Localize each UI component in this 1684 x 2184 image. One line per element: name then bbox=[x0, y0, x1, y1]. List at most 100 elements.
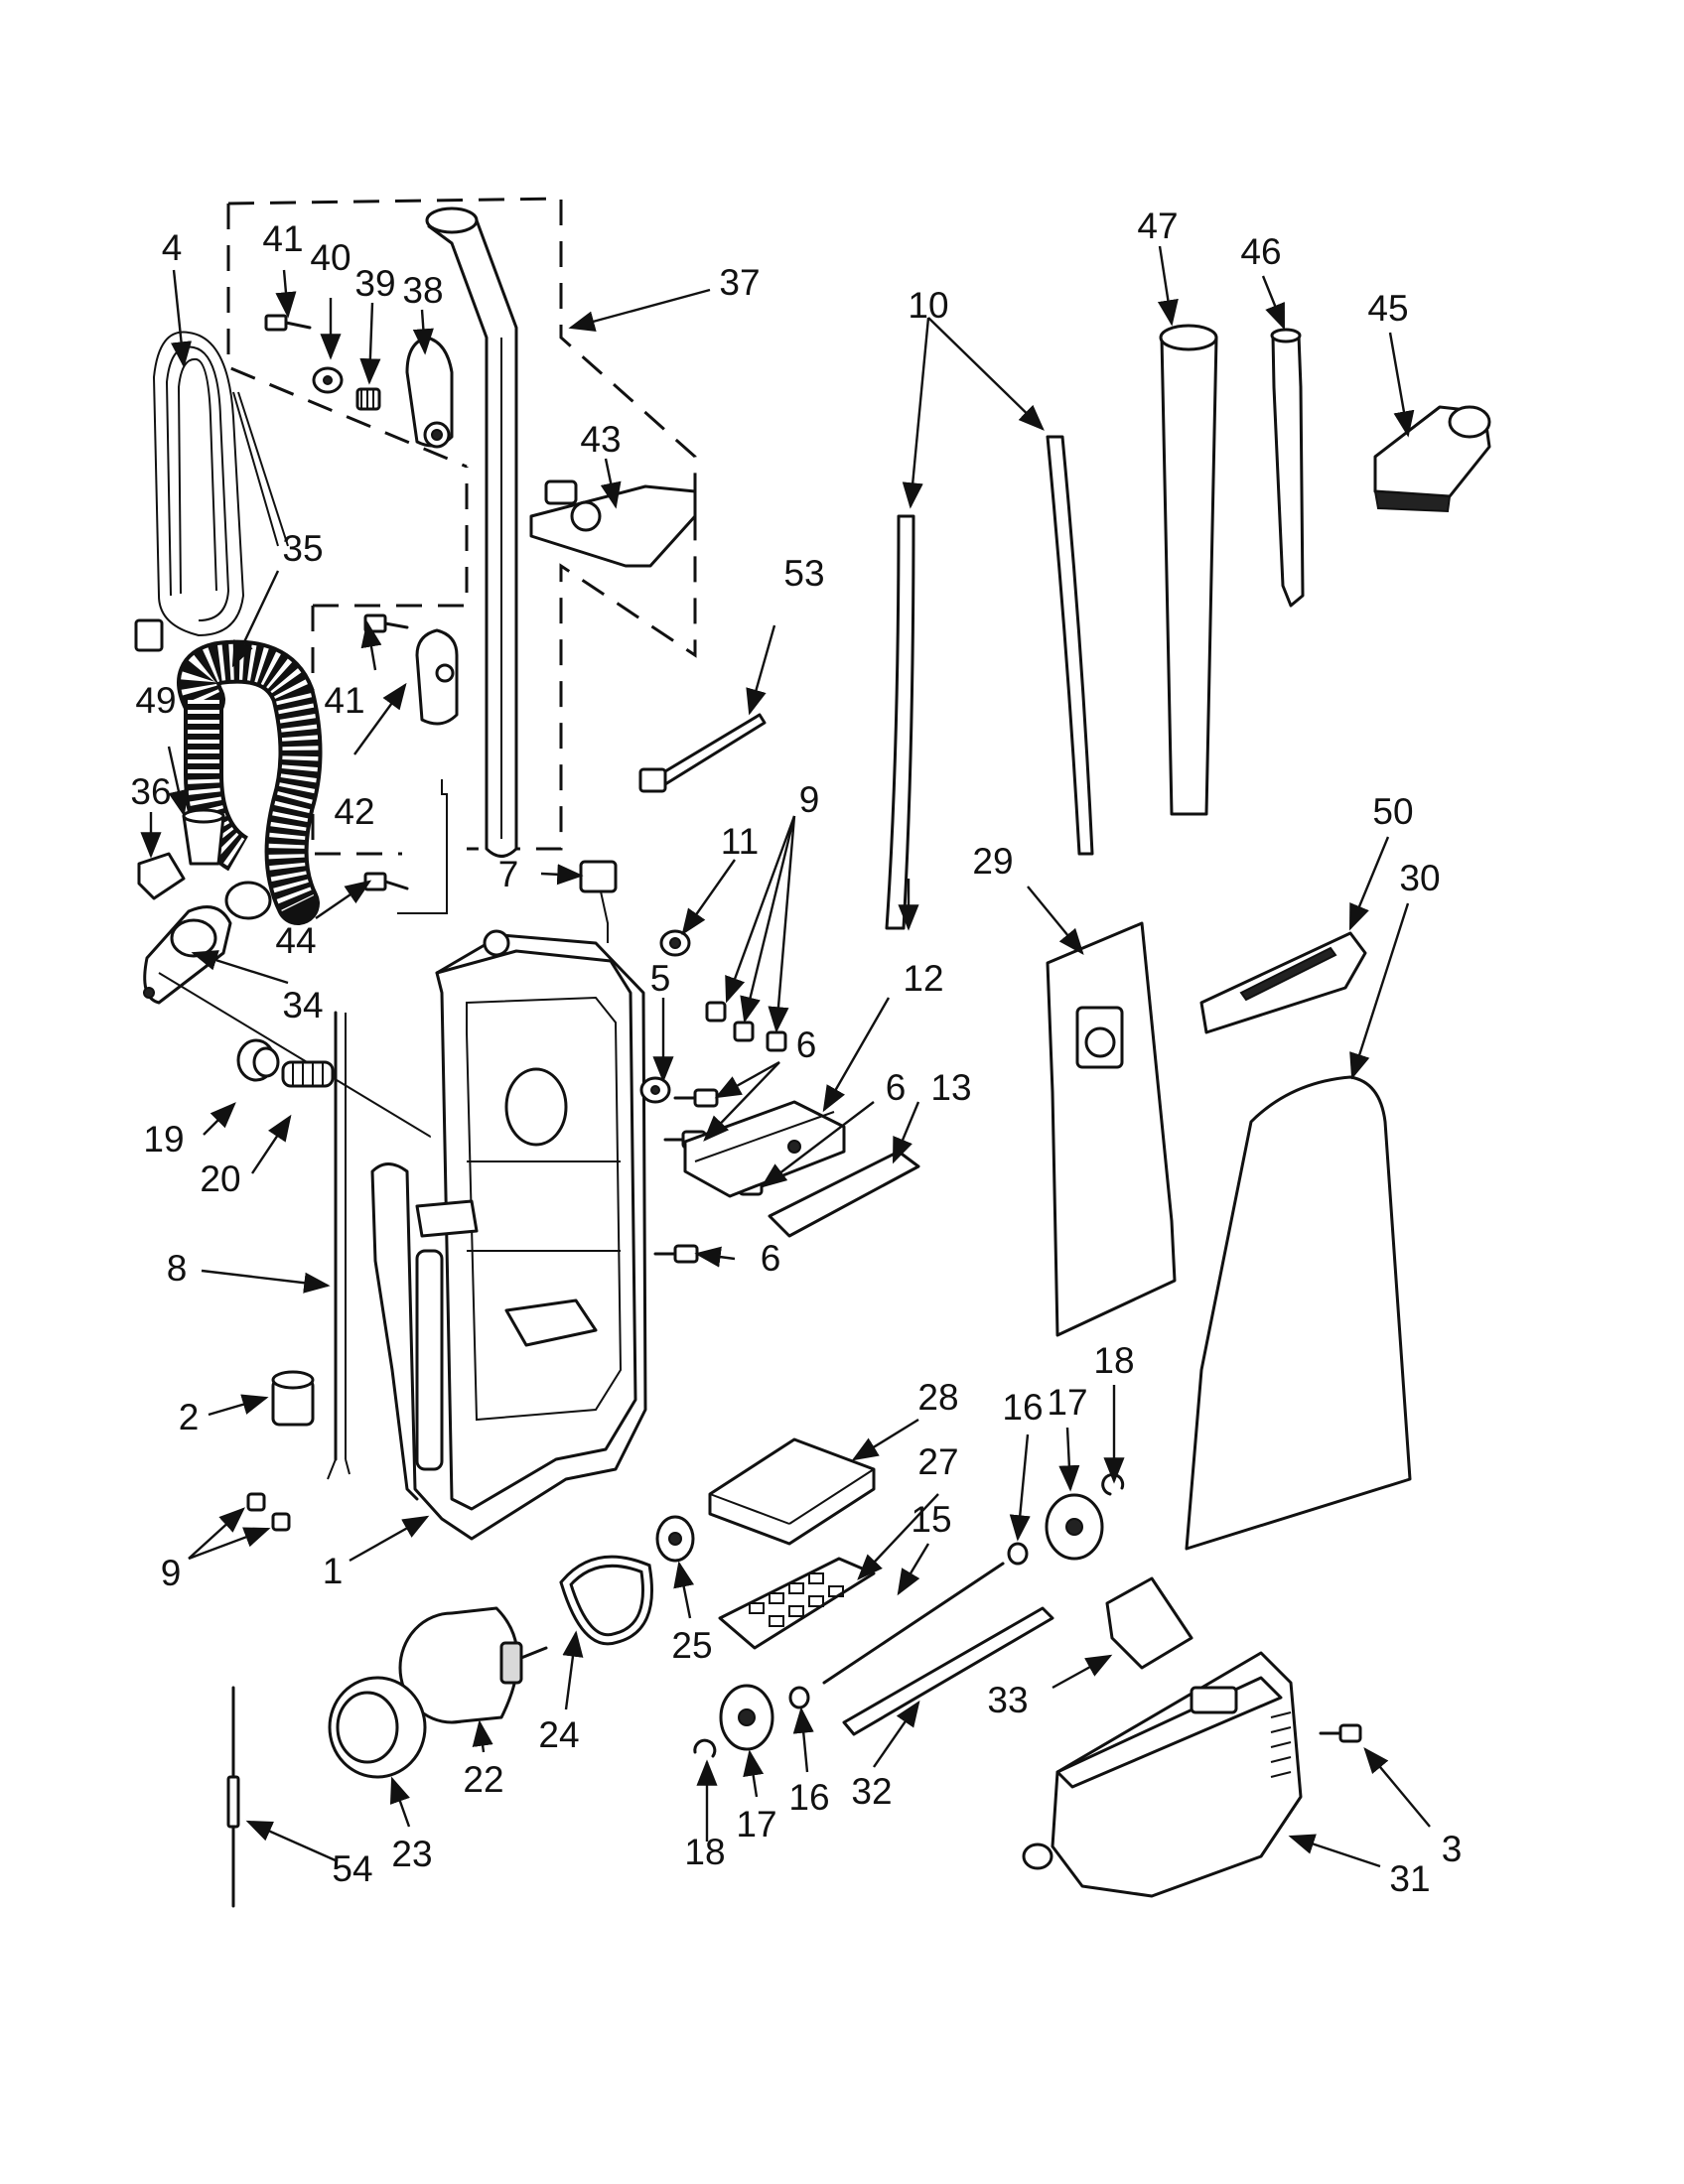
label-22: 22 bbox=[463, 1759, 503, 1800]
label-25: 25 bbox=[671, 1625, 712, 1666]
label-3: 3 bbox=[1442, 1829, 1463, 1869]
part-49-cup bbox=[182, 808, 225, 866]
part-3-screw bbox=[1319, 1723, 1362, 1743]
label-29: 29 bbox=[972, 841, 1013, 882]
part-44-screw bbox=[363, 872, 409, 891]
part-39-spring bbox=[355, 387, 381, 411]
label-23: 23 bbox=[391, 1834, 432, 1874]
label-5: 5 bbox=[650, 958, 671, 999]
part-12-bracket bbox=[683, 1100, 846, 1198]
label-17a: 17 bbox=[1047, 1382, 1087, 1423]
part-42-hook bbox=[415, 628, 459, 726]
label-4: 4 bbox=[162, 227, 183, 268]
label-35: 35 bbox=[282, 528, 323, 569]
part-27-grille bbox=[718, 1557, 876, 1650]
label-18a: 18 bbox=[1093, 1340, 1134, 1381]
label-40: 40 bbox=[310, 237, 351, 278]
label-47: 47 bbox=[1137, 205, 1178, 246]
part-11-nut bbox=[659, 929, 691, 957]
part-29-bag bbox=[1046, 921, 1177, 1337]
label-39: 39 bbox=[354, 263, 395, 304]
label-42: 42 bbox=[334, 791, 374, 832]
label-32: 32 bbox=[851, 1771, 892, 1812]
part-1-body bbox=[370, 929, 647, 1541]
part-2-switch bbox=[271, 1370, 315, 1427]
label-8: 8 bbox=[167, 1248, 188, 1289]
label-30: 30 bbox=[1399, 858, 1440, 898]
label-6c: 6 bbox=[761, 1238, 781, 1279]
handle-tube bbox=[425, 206, 518, 858]
label-46: 46 bbox=[1240, 231, 1281, 272]
label-50: 50 bbox=[1372, 791, 1413, 832]
part-13-strip bbox=[768, 1150, 920, 1238]
part-24-belt bbox=[559, 1555, 653, 1646]
label-2: 2 bbox=[179, 1397, 200, 1437]
label-18b: 18 bbox=[684, 1832, 725, 1872]
label-20: 20 bbox=[200, 1159, 240, 1199]
label-15: 15 bbox=[911, 1499, 951, 1540]
part-25-pulley bbox=[655, 1515, 695, 1563]
part-54-probe bbox=[226, 1686, 240, 1908]
part-38-bracket bbox=[405, 336, 454, 449]
callout-labels: 4 41 40 39 38 37 43 35 41 42 53 49 36 44… bbox=[130, 205, 1462, 1899]
label-24: 24 bbox=[538, 1714, 579, 1755]
part-50-clip bbox=[1199, 931, 1367, 1034]
part-45-brush bbox=[1373, 405, 1491, 513]
label-49: 49 bbox=[135, 680, 176, 721]
part-33-flap bbox=[1105, 1576, 1193, 1670]
label-27: 27 bbox=[917, 1441, 958, 1482]
part-19-cap bbox=[236, 1038, 280, 1082]
label-17b: 17 bbox=[736, 1804, 776, 1844]
label-12: 12 bbox=[903, 958, 943, 999]
part-32-bar bbox=[842, 1606, 1054, 1736]
label-16a: 16 bbox=[1002, 1387, 1043, 1428]
part-23-ring bbox=[328, 1676, 427, 1779]
handle-assembly-outline bbox=[226, 197, 697, 914]
part-31-base bbox=[1022, 1651, 1303, 1898]
part-30-cover bbox=[1185, 1075, 1412, 1551]
part-9-bumpers-upper bbox=[705, 1001, 787, 1052]
part-47-wand bbox=[1159, 324, 1218, 816]
label-53: 53 bbox=[783, 553, 824, 594]
label-38: 38 bbox=[402, 270, 443, 311]
label-7: 7 bbox=[498, 854, 519, 894]
label-6a: 6 bbox=[796, 1024, 817, 1065]
part-7-connector bbox=[579, 860, 618, 943]
label-34: 34 bbox=[282, 985, 323, 1025]
label-11: 11 bbox=[721, 821, 759, 862]
label-36: 36 bbox=[130, 771, 171, 812]
part-41-screw-lower bbox=[363, 614, 409, 633]
label-19: 19 bbox=[143, 1119, 184, 1160]
part-8-wire bbox=[327, 1011, 351, 1480]
part-34-adapter bbox=[143, 905, 232, 1005]
part-28-filter bbox=[708, 1437, 876, 1546]
part-15-axle bbox=[822, 1562, 1005, 1685]
part-4-power-cord bbox=[134, 331, 289, 652]
label-13: 13 bbox=[930, 1067, 971, 1108]
part-41-screw-upper bbox=[264, 314, 312, 332]
label-9a: 9 bbox=[799, 779, 820, 820]
label-16b: 16 bbox=[788, 1777, 829, 1818]
label-31: 31 bbox=[1389, 1858, 1430, 1899]
label-1: 1 bbox=[323, 1551, 344, 1591]
label-44: 44 bbox=[275, 920, 316, 961]
label-45: 45 bbox=[1367, 288, 1408, 329]
label-54: 54 bbox=[332, 1848, 372, 1889]
part-53-cable-tie bbox=[638, 713, 767, 793]
part-9-bumpers-lower bbox=[246, 1492, 291, 1532]
label-28: 28 bbox=[917, 1377, 958, 1418]
part-36-clip bbox=[137, 852, 186, 900]
label-43: 43 bbox=[580, 419, 621, 460]
part-46-crevice-tool bbox=[1270, 328, 1305, 608]
part-5-washer bbox=[639, 1076, 671, 1104]
label-6b: 6 bbox=[886, 1067, 907, 1108]
part-17-wheels bbox=[719, 1493, 1104, 1751]
leader-lines bbox=[140, 245, 1431, 1868]
label-33: 33 bbox=[987, 1680, 1028, 1720]
part-22-motor bbox=[398, 1606, 548, 1724]
part-16-washers bbox=[788, 1542, 1029, 1709]
label-41b: 41 bbox=[324, 680, 364, 721]
part-35-hose bbox=[177, 639, 323, 925]
part-20-spring bbox=[281, 1060, 335, 1088]
